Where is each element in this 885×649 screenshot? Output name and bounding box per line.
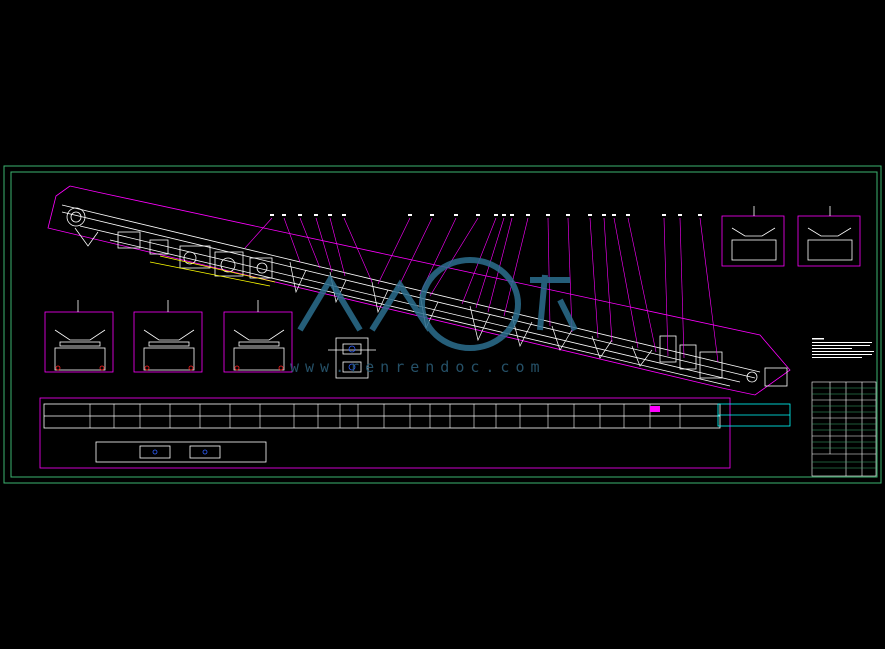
plan-view-accent — [650, 406, 660, 412]
bearing-detail-view — [328, 337, 376, 379]
leader-labels — [270, 214, 702, 216]
idler-section-view-4 — [721, 206, 785, 267]
title-block — [811, 381, 877, 477]
conveyor-envelope — [47, 185, 791, 396]
technical-notes — [812, 338, 874, 358]
idler-section-view-2 — [133, 300, 203, 373]
sheet-outer-frame — [3, 165, 882, 484]
head-end-detail — [149, 255, 276, 287]
idler-section-view-5 — [797, 206, 861, 267]
plan-view-sections — [89, 404, 681, 428]
sheet-inner-frame — [10, 171, 878, 478]
title-block-grid — [812, 387, 876, 469]
idler-section-view-3 — [223, 300, 293, 373]
idler-section-view-1 — [44, 300, 114, 373]
conveyor-plan-view — [39, 397, 791, 469]
watermark-text: www.renrendoc.com — [290, 358, 546, 376]
renrendoc-logo — [297, 257, 578, 351]
